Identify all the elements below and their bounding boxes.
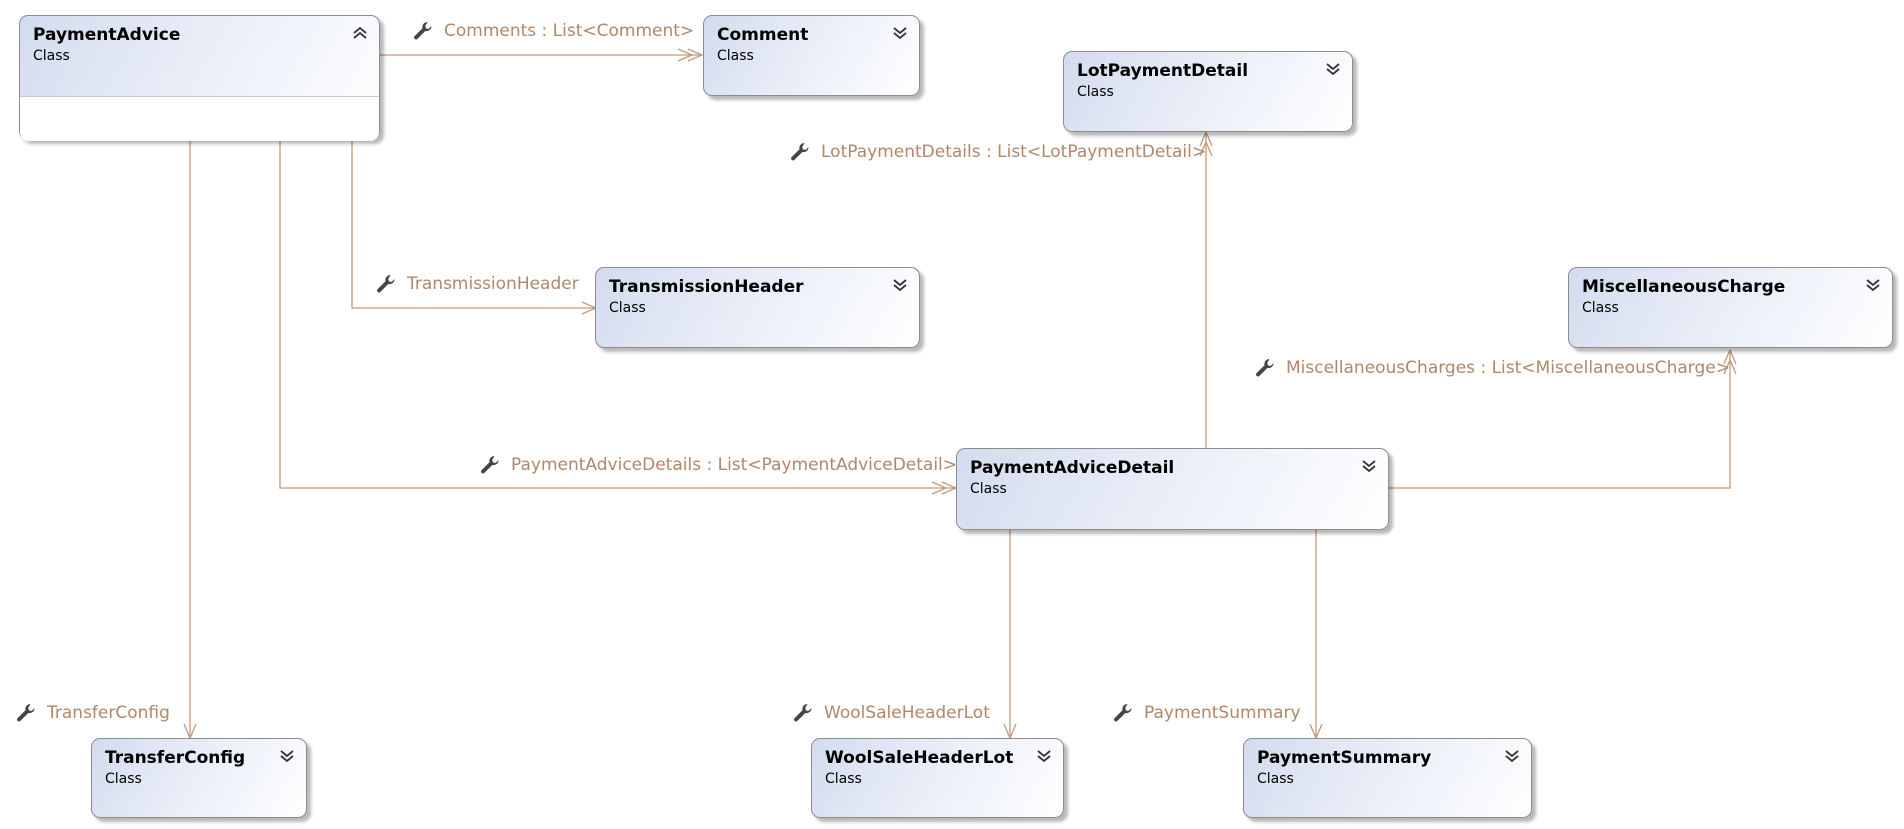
- class-transmission-header[interactable]: TransmissionHeader Class: [595, 267, 920, 348]
- connector-miscellaneous-charges[interactable]: [1389, 350, 1730, 489]
- class-stereotype: Class: [1257, 771, 1294, 787]
- class-stereotype: Class: [1077, 84, 1114, 100]
- chevron-down-icon[interactable]: [1324, 60, 1342, 78]
- association-text: PaymentSummary: [1144, 703, 1301, 723]
- association-text: TransmissionHeader: [407, 274, 579, 294]
- class-stereotype: Class: [825, 771, 862, 787]
- wrench-icon: [481, 455, 499, 474]
- association-label-miscellaneous-charges[interactable]: MiscellaneousCharges : List<Miscellaneou…: [1254, 357, 1730, 379]
- class-name: LotPaymentDetail: [1077, 61, 1249, 81]
- class-lot-payment-detail[interactable]: LotPaymentDetail Class: [1063, 51, 1353, 132]
- class-miscellaneous-charge[interactable]: MiscellaneousCharge Class: [1568, 267, 1893, 348]
- association-text: Comments : List<Comment>: [444, 21, 695, 41]
- class-name: TransmissionHeader: [609, 277, 804, 297]
- chevron-up-icon[interactable]: [351, 24, 369, 42]
- class-stereotype: Class: [1582, 300, 1619, 316]
- class-name: WoolSaleHeaderLot: [825, 748, 1014, 768]
- association-text: MiscellaneousCharges : List<Miscellaneou…: [1286, 358, 1730, 378]
- class-name: PaymentSummary: [1257, 748, 1432, 768]
- association-text: LotPaymentDetails : List<LotPaymentDetai…: [821, 142, 1207, 162]
- chevron-down-icon[interactable]: [1864, 276, 1882, 294]
- association-label-transmission-header[interactable]: TransmissionHeader: [375, 273, 579, 295]
- association-text: WoolSaleHeaderLot: [824, 703, 990, 723]
- wrench-icon: [791, 142, 809, 161]
- class-stereotype: Class: [105, 771, 142, 787]
- class-transfer-config[interactable]: TransferConfig Class: [91, 738, 307, 818]
- class-stereotype: Class: [717, 48, 754, 64]
- class-payment-advice-detail[interactable]: PaymentAdviceDetail Class: [956, 448, 1389, 530]
- connector-transmission-header[interactable]: [351, 140, 596, 308]
- association-label-transfer-config[interactable]: TransferConfig: [15, 702, 170, 724]
- class-payment-summary[interactable]: PaymentSummary Class: [1243, 738, 1532, 818]
- class-payment-advice[interactable]: PaymentAdvice Class: [19, 15, 380, 141]
- chevron-down-icon[interactable]: [1503, 747, 1521, 765]
- wrench-icon: [414, 21, 432, 40]
- chevron-down-icon[interactable]: [1360, 457, 1378, 475]
- association-label-wool-sale-header-lot[interactable]: WoolSaleHeaderLot: [792, 702, 990, 724]
- class-members-compartment: [20, 96, 379, 141]
- connector-payment-advice-details[interactable]: [279, 140, 956, 488]
- chevron-down-icon[interactable]: [1035, 747, 1053, 765]
- class-comment[interactable]: Comment Class: [703, 15, 920, 96]
- class-name: TransferConfig: [105, 748, 246, 768]
- chevron-down-icon[interactable]: [891, 276, 909, 294]
- class-name: MiscellaneousCharge: [1582, 277, 1786, 297]
- wrench-icon: [377, 274, 395, 293]
- class-stereotype: Class: [970, 481, 1007, 497]
- wrench-icon: [1114, 703, 1132, 722]
- association-text: TransferConfig: [47, 703, 170, 723]
- class-stereotype: Class: [33, 48, 70, 64]
- class-stereotype: Class: [609, 300, 646, 316]
- association-label-comments[interactable]: Comments : List<Comment>: [412, 20, 694, 42]
- association-label-payment-summary[interactable]: PaymentSummary: [1112, 702, 1301, 724]
- chevron-down-icon[interactable]: [278, 747, 296, 765]
- association-label-payment-advice-details[interactable]: PaymentAdviceDetails : List<PaymentAdvic…: [479, 454, 957, 476]
- wrench-icon: [17, 703, 35, 722]
- class-wool-sale-header-lot[interactable]: WoolSaleHeaderLot Class: [811, 738, 1064, 818]
- association-text: PaymentAdviceDetails : List<PaymentAdvic…: [511, 455, 958, 475]
- chevron-down-icon[interactable]: [891, 24, 909, 42]
- wrench-icon: [794, 703, 812, 722]
- association-label-lot-payment-details[interactable]: LotPaymentDetails : List<LotPaymentDetai…: [789, 141, 1206, 163]
- wrench-icon: [1256, 358, 1274, 377]
- class-name: PaymentAdvice: [33, 25, 181, 45]
- class-name: Comment: [717, 25, 809, 45]
- class-name: PaymentAdviceDetail: [970, 458, 1175, 478]
